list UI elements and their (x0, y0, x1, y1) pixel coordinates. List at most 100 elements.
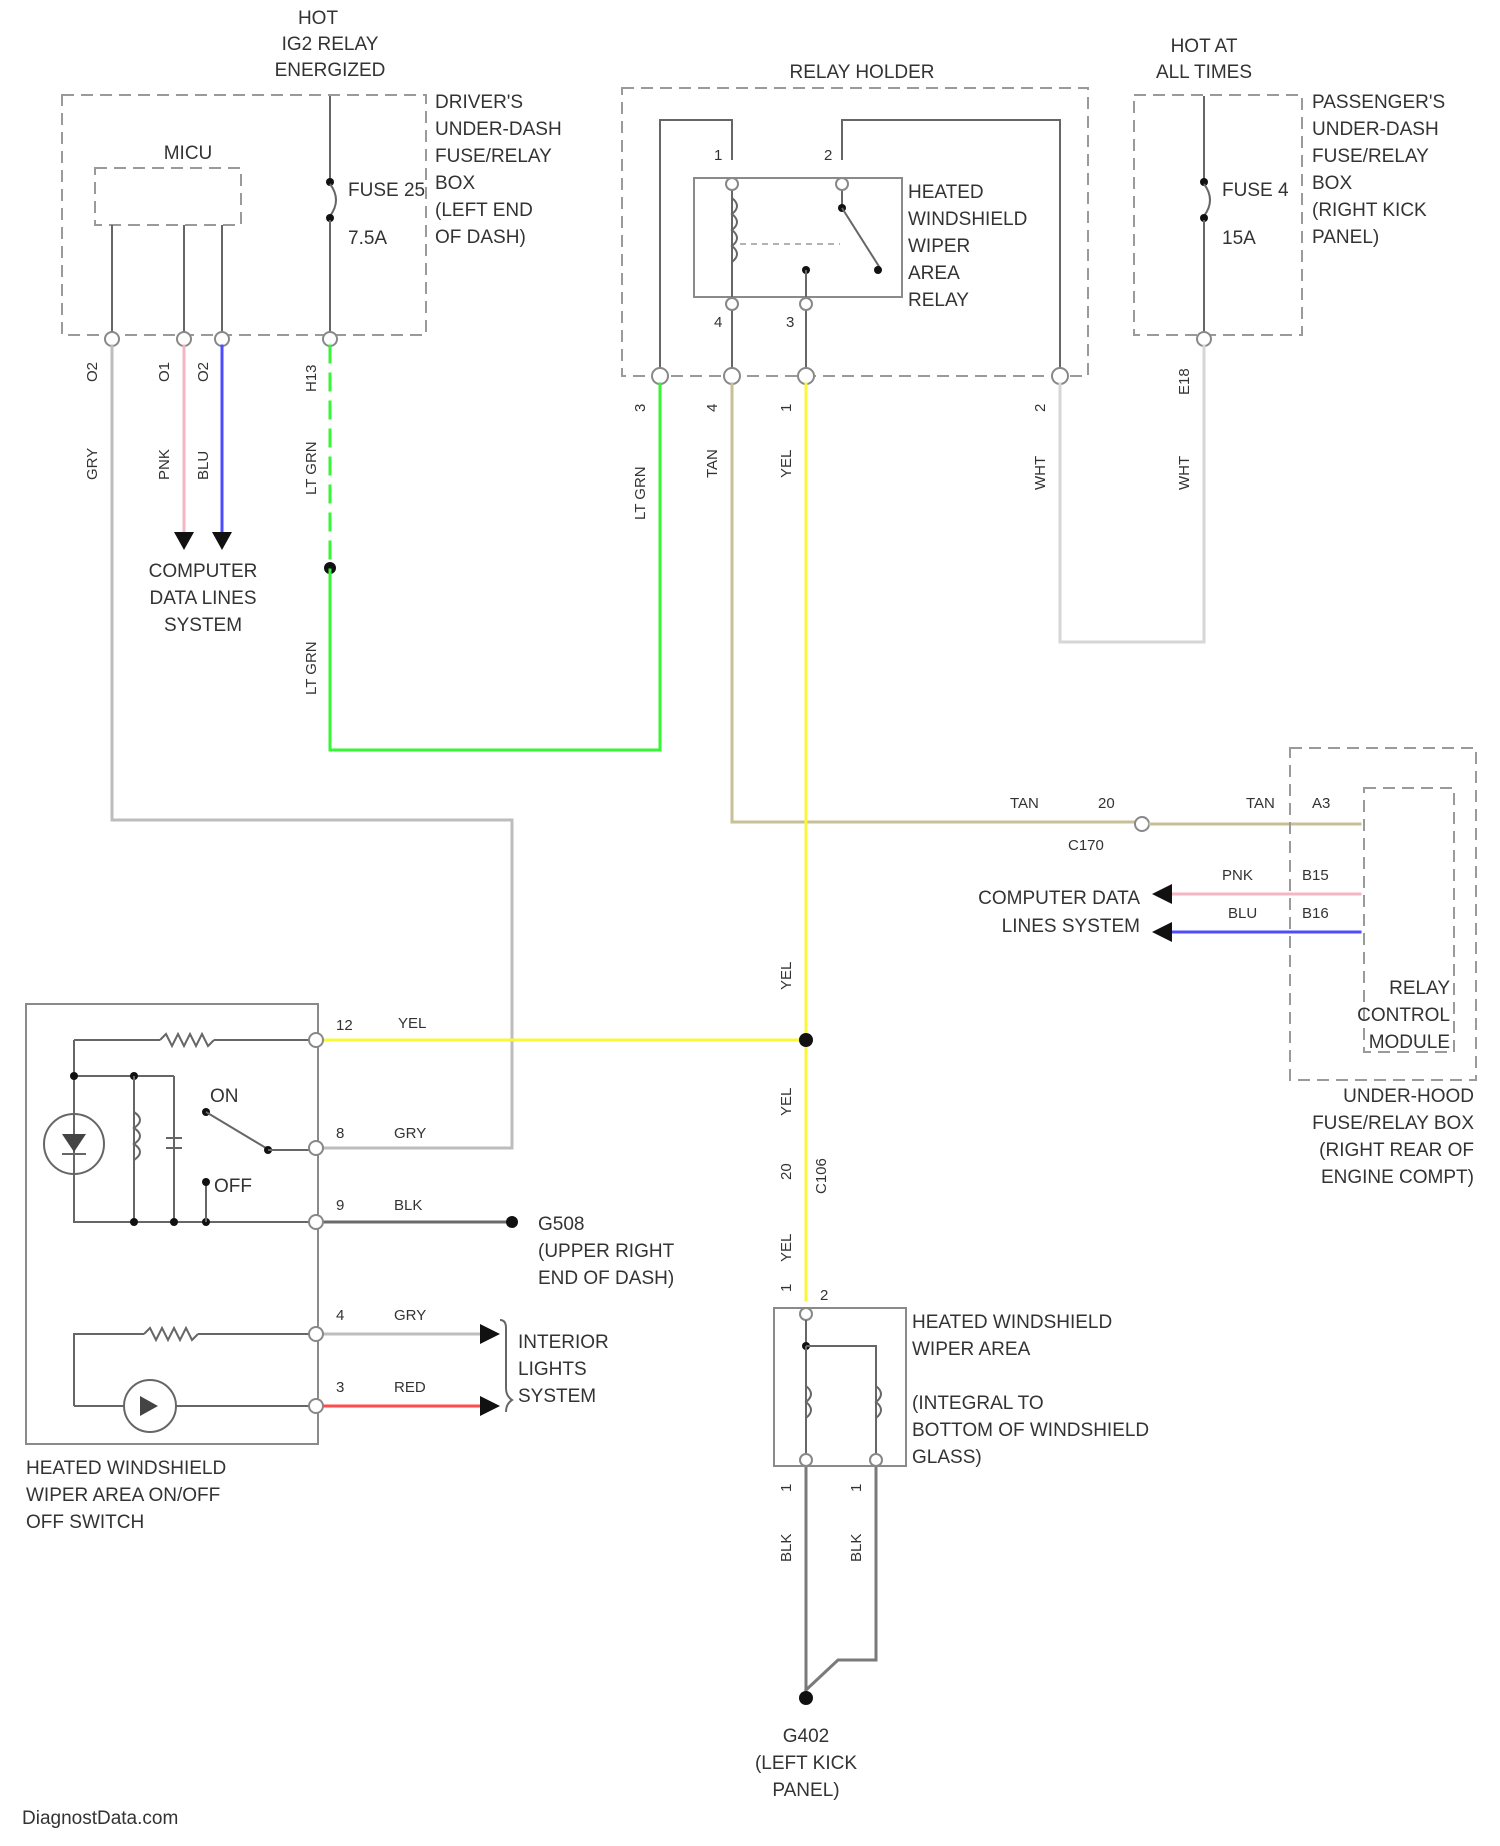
relay-pin-1: 1 (714, 147, 722, 164)
pin-c106: 20 (778, 1163, 795, 1180)
wire-color-blu-rcm: BLU (1228, 905, 1257, 922)
drivers-box-label-4: BOX (435, 173, 475, 194)
wire-color-lt-grn-relay: LT GRN (632, 466, 649, 520)
rcm-label-3: MODULE (1369, 1032, 1450, 1053)
relay-pin-3: 3 (786, 314, 794, 331)
wire-color-blu: BLU (195, 451, 212, 480)
wire-color-gry: GRY (84, 448, 101, 480)
fuse-left-label: FUSE 25 (348, 180, 425, 201)
uh-label-1: UNDER-HOOD (1343, 1086, 1474, 1107)
cdl-right-label-1: COMPUTER DATA (978, 888, 1140, 909)
pass-box-label-1: PASSENGER'S (1312, 92, 1445, 113)
wire-color-blk-sw: BLK (394, 1197, 422, 1214)
relay-pin-2: 2 (824, 147, 832, 164)
fuse-left-amp: 7.5A (348, 228, 387, 249)
switch-dot (70, 1072, 78, 1080)
uh-label-3: (RIGHT REAR OF (1319, 1140, 1474, 1161)
heated-windshield-element: HEATED WINDSHIELD WIPER AREA (INTEGRAL T… (755, 1308, 1149, 1801)
drivers-box-label-2: UNDER-DASH (435, 119, 562, 140)
terminal (309, 1141, 323, 1155)
switch-illum-symbol (140, 1396, 158, 1416)
il-label-3: SYSTEM (518, 1386, 596, 1407)
pin-relay-wht: 2 (1032, 404, 1049, 412)
fuse-right-label: FUSE 4 (1222, 180, 1289, 201)
wire-color-yel-mid: YEL (778, 962, 795, 990)
switch-off-contact (202, 1178, 210, 1186)
terminal (726, 298, 738, 310)
pass-box-label-3: FUSE/RELAY (1312, 146, 1429, 167)
fuse-left-symbol (330, 184, 336, 216)
arrow-gry-il (480, 1324, 500, 1344)
relay-body (694, 178, 902, 297)
switch-lower-lead (74, 1334, 144, 1406)
relay-switch-contact (874, 266, 882, 274)
relay-label-3: WIPER (908, 236, 970, 257)
wire-color-lt-grn: LT GRN (303, 441, 320, 495)
switch-label-1: HEATED WINDSHIELD (26, 1458, 226, 1479)
hw-label-3: (INTEGRAL TO (912, 1393, 1044, 1414)
pin-fuse-right: E18 (1176, 368, 1193, 395)
c170-label: C170 (1068, 837, 1104, 854)
arrow-pnk (174, 532, 194, 550)
wire-color-blk-hw-2: BLK (848, 1534, 865, 1562)
drivers-box-outline (62, 95, 426, 335)
rcm-label-1: RELAY (1389, 978, 1450, 999)
g402-label-2: (LEFT KICK (755, 1753, 857, 1774)
drivers-box-label-6: OF DASH) (435, 227, 526, 248)
uh-label-2: FUSE/RELAY BOX (1312, 1113, 1474, 1134)
switch-dot (170, 1218, 178, 1226)
wire-color-red-il: RED (394, 1379, 426, 1396)
relay-holder-label: RELAY HOLDER (789, 62, 934, 83)
pin-relay-lg: 3 (632, 404, 649, 412)
wire-lt-grn (330, 384, 660, 750)
pin-rcm-b16: B16 (1302, 905, 1329, 922)
drivers-fuse-box: HOT IG2 RELAY ENERGIZED MICU DRIVER'S UN… (62, 8, 562, 695)
arrow-blu-rcm (1152, 922, 1172, 942)
hot-at-label-1: HOT AT (1171, 36, 1238, 57)
terminal (1135, 817, 1149, 831)
wire-color-blk-hw-1: BLK (778, 1534, 795, 1562)
ground-and-lights-labels: G508 (UPPER RIGHT END OF DASH) INTERIOR … (500, 1214, 675, 1412)
wire-color-gry-il: GRY (394, 1307, 426, 1324)
relay-label-1: HEATED (908, 182, 984, 203)
terminal (800, 1454, 812, 1466)
wire-color-yel-sw: YEL (398, 1015, 426, 1032)
pin-hw-g2: 1 (848, 1484, 865, 1492)
pin-sw-12: 12 (336, 1017, 353, 1034)
drivers-box-label-1: DRIVER'S (435, 92, 523, 113)
ground-g508 (506, 1216, 518, 1228)
terminal (1197, 332, 1211, 346)
g508-label-2: (UPPER RIGHT (538, 1241, 675, 1262)
relay-control-module: RELAY CONTROL MODULE UNDER-HOOD FUSE/REL… (978, 748, 1476, 1188)
arrow-pnk-rcm (1152, 884, 1172, 904)
pass-box-label-6: PANEL) (1312, 227, 1379, 248)
switch-label-2: WIPER AREA ON/OFF (26, 1485, 220, 1506)
passengers-fuse-box: HOT AT ALL TIMES FUSE 4 15A E18 WHT PASS… (1134, 36, 1445, 490)
terminal (309, 1033, 323, 1047)
hw-label-1: HEATED WINDSHIELD (912, 1312, 1112, 1333)
g402-label-1: G402 (783, 1726, 829, 1747)
pin-rcm-b15: B15 (1302, 867, 1329, 884)
relay-label-4: AREA (908, 263, 960, 284)
fuse-right-amp: 15A (1222, 228, 1256, 249)
pin-hw-g1: 1 (778, 1484, 795, 1492)
hw-body (774, 1308, 906, 1466)
relay-label-5: RELAY (908, 290, 969, 311)
terminal (323, 332, 337, 346)
cdl-label-3: SYSTEM (164, 615, 242, 636)
terminal (309, 1215, 323, 1229)
wire-color-tan-relay: TAN (704, 449, 721, 478)
terminal (1052, 368, 1068, 384)
pass-box-label-2: UNDER-DASH (1312, 119, 1439, 140)
pin-sw-9: 9 (336, 1197, 344, 1214)
terminal (724, 368, 740, 384)
terminal (836, 178, 848, 190)
hw-branch (806, 1346, 876, 1456)
pin-relay-yel: 1 (778, 404, 795, 412)
wire-color-wht-relay: WHT (1032, 456, 1049, 490)
fuse-right-symbol (1204, 184, 1210, 216)
terminal (177, 332, 191, 346)
terminal (800, 1308, 812, 1320)
rcm-label-2: CONTROL (1357, 1005, 1450, 1026)
